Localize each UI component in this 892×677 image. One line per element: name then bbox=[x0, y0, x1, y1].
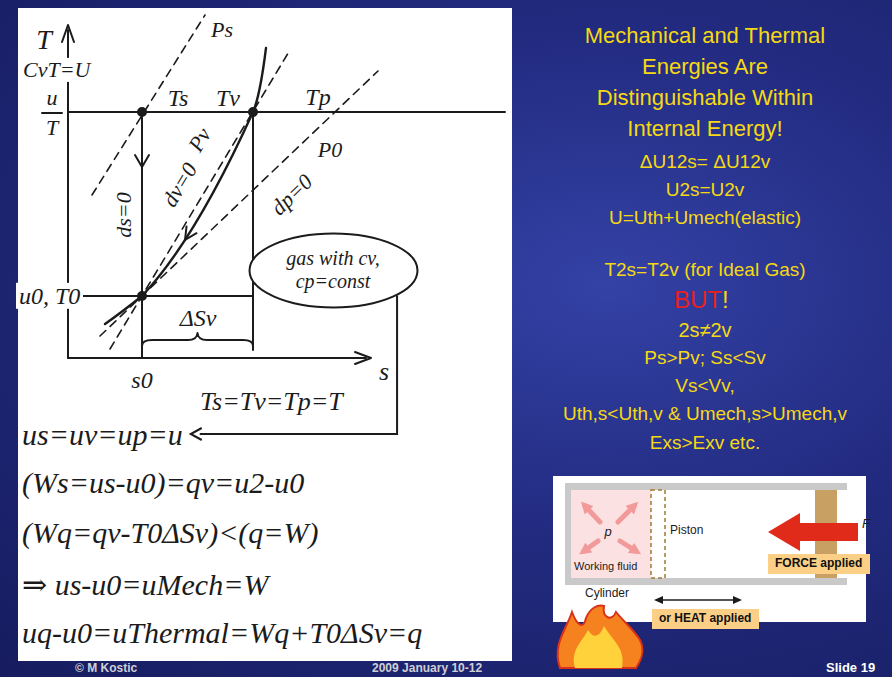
statement: T2s=T2v (for Ideal Gas) bbox=[604, 260, 805, 281]
isobar-label: Ps bbox=[211, 18, 233, 42]
state-label: u0, T0 bbox=[16, 283, 83, 309]
process-label: ds=0 bbox=[112, 192, 136, 237]
whiteboard-panel bbox=[18, 8, 512, 661]
date-footer: 2009 January 10-12 bbox=[372, 662, 482, 675]
isobar-label: Pv bbox=[184, 124, 217, 156]
statement: 2s≠2v bbox=[678, 319, 731, 341]
force-symbol: F bbox=[862, 517, 870, 531]
state-point bbox=[138, 292, 146, 300]
axis-formula: CvT=U bbox=[20, 58, 93, 82]
axis-arrowhead bbox=[355, 352, 371, 364]
flame bbox=[558, 606, 643, 669]
piston-dashed bbox=[651, 490, 665, 578]
point-label: Ts bbox=[168, 85, 188, 111]
axis-tick-label: s0 bbox=[131, 367, 152, 393]
initial-state-line bbox=[68, 295, 253, 297]
equation: (Ws=us-u0)=qv=u2-u0 bbox=[22, 466, 304, 499]
statement: Ps>Pv; Ss<Sv bbox=[644, 348, 765, 369]
author-footer: © M Kostic bbox=[75, 662, 137, 675]
node-text: FORCE applied bbox=[775, 556, 863, 571]
slide-title: Mechanical and Thermal Energies Are Dist… bbox=[567, 20, 843, 144]
process-arrowhead bbox=[185, 227, 197, 240]
entropy-brace bbox=[142, 333, 253, 346]
axis-label: s bbox=[379, 358, 389, 387]
statement: U2s=U2v bbox=[666, 180, 745, 201]
cylinder-wall bbox=[565, 483, 847, 490]
ellipse-shape bbox=[249, 233, 417, 307]
state-point bbox=[138, 108, 146, 116]
stroke-double-arrow bbox=[654, 596, 742, 604]
process-arrowhead bbox=[135, 155, 149, 167]
isobar-label: P0 bbox=[318, 138, 342, 162]
process-label: dv=0 bbox=[158, 159, 203, 211]
node-text: or HEAT applied bbox=[659, 611, 752, 626]
entropy-axis bbox=[68, 357, 366, 359]
statement: Uth,s<Uth,v & Umech,s>Umech,v bbox=[563, 404, 847, 425]
pressure-symbol: p bbox=[604, 525, 611, 539]
equation: us=uv=up=u bbox=[22, 418, 183, 451]
part-name: Piston bbox=[670, 524, 703, 537]
cylinder-wall bbox=[565, 483, 571, 585]
entropy-change: ΔSv bbox=[180, 305, 217, 331]
emphasis-mark: ! bbox=[722, 287, 729, 313]
point-label: Tp bbox=[305, 84, 330, 110]
statement: Vs<Vv, bbox=[675, 376, 734, 397]
illustration-panel bbox=[553, 476, 866, 622]
fraction-bar bbox=[42, 112, 62, 114]
statement: U=Uth+Umech(elastic) bbox=[609, 208, 801, 229]
emphasis-word: BUT bbox=[674, 287, 722, 313]
node-body: or HEAT applied bbox=[659, 611, 752, 626]
fraction-denominator: T bbox=[46, 116, 58, 140]
equation: Ts=Tv=Tp=T bbox=[200, 388, 343, 417]
gas-ellipse: gas with cv, cp=const bbox=[248, 232, 419, 309]
node-body: FORCE applied bbox=[775, 556, 863, 571]
isentrope-line bbox=[141, 112, 143, 358]
leader-arrowhead bbox=[191, 428, 202, 440]
isochore-curve bbox=[105, 48, 266, 324]
axis-arrowhead bbox=[62, 25, 74, 42]
node-text: gas with cv, cp=const bbox=[277, 247, 389, 293]
part-name: Working fluid bbox=[574, 560, 637, 572]
cylinder-wall bbox=[565, 578, 847, 585]
fraction-numerator: u bbox=[47, 86, 58, 110]
force-arrow bbox=[768, 513, 858, 551]
isotherm-line bbox=[68, 111, 505, 113]
process-label: dp=0 bbox=[266, 170, 317, 221]
heat-label-box: or HEAT applied bbox=[652, 609, 759, 629]
state-point bbox=[249, 108, 257, 116]
statement: ΔU12s= ΔU12v bbox=[640, 152, 770, 173]
axis-label: T bbox=[36, 25, 52, 56]
equation: ⇒ us-u0=uMech=W bbox=[22, 568, 268, 601]
isobar-dashed bbox=[110, 50, 290, 349]
equation: uq-u0=uThermal=Wq+T0ΔSv=q bbox=[22, 616, 422, 649]
working-fluid-region bbox=[571, 490, 651, 578]
entropy-marker-line bbox=[252, 112, 254, 350]
pressure-arrows bbox=[584, 506, 636, 551]
ts-diagram bbox=[42, 15, 505, 364]
equation: (Wq=qv-T0ΔSv)<(q=W) bbox=[22, 516, 319, 549]
statement: Exs>Exv etc. bbox=[650, 433, 760, 454]
slide-number: Slide 19 bbox=[826, 661, 875, 675]
point-label: Tv bbox=[216, 85, 240, 111]
part-name: Cylinder bbox=[585, 587, 629, 600]
node-body: gas with cv, cp=const bbox=[277, 247, 389, 293]
leader-line bbox=[200, 295, 397, 434]
force-label-box: FORCE applied bbox=[768, 554, 870, 574]
